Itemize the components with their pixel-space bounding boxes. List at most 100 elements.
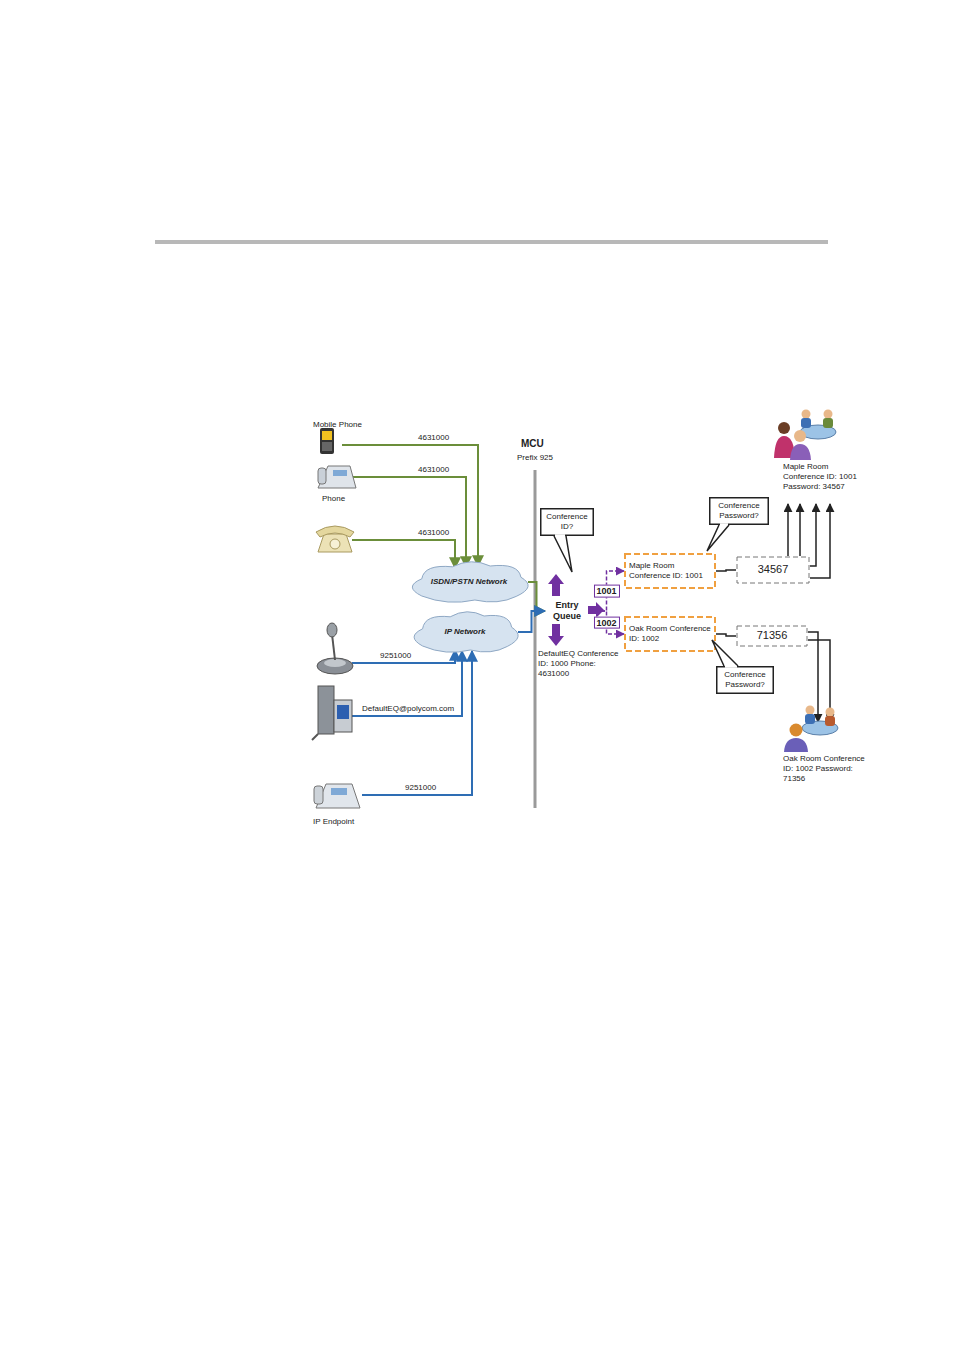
node-text: Conference Password? bbox=[714, 501, 764, 520]
connector bbox=[528, 582, 545, 611]
ip-phone-icon bbox=[314, 784, 360, 808]
phone-body bbox=[320, 428, 334, 454]
phone-dial bbox=[330, 539, 340, 549]
wire bbox=[352, 540, 455, 568]
dial-address: DefaultEQ@polycom.com bbox=[362, 704, 454, 714]
ip-wires bbox=[352, 650, 472, 795]
person bbox=[790, 444, 811, 460]
node-text: Conference Password? bbox=[721, 670, 769, 689]
wire bbox=[350, 477, 466, 567]
person bbox=[823, 418, 833, 428]
connector bbox=[589, 571, 624, 611]
callout-join bbox=[725, 666, 737, 668]
person bbox=[824, 410, 833, 419]
node-text: Maple Room Conference ID: 1001 bbox=[629, 561, 711, 580]
unit-tower bbox=[318, 686, 334, 734]
callout-join bbox=[555, 534, 565, 536]
conference-box: Oak Room Conference ID: 1002 bbox=[624, 616, 716, 652]
dial-number: 4631000 bbox=[418, 465, 449, 475]
phone-base bbox=[318, 534, 352, 552]
node-text: IP Network bbox=[444, 627, 485, 637]
entry-queue-info: DefaultEQ Conference ID: 1000 Phone: 463… bbox=[538, 649, 622, 679]
password-box: 71356 bbox=[736, 625, 808, 647]
mcu-title: MCU bbox=[521, 438, 544, 451]
arrow-down bbox=[548, 624, 564, 646]
person bbox=[805, 714, 815, 724]
device-name: Mobile Phone bbox=[313, 420, 362, 430]
unit-screen bbox=[337, 705, 349, 719]
connector bbox=[716, 634, 736, 636]
phone-handset bbox=[314, 786, 323, 804]
prompt-callout: Conference Password? bbox=[709, 497, 769, 525]
entry-queue: Entry Queue bbox=[545, 597, 589, 625]
person bbox=[794, 430, 806, 442]
analog-phone-icon bbox=[316, 526, 354, 552]
unit-panel bbox=[334, 700, 352, 732]
conference-box: Maple Room Conference ID: 1001 bbox=[624, 553, 716, 589]
link bbox=[810, 504, 830, 578]
edge-label: 1001 bbox=[593, 585, 619, 598]
person bbox=[801, 418, 811, 428]
person bbox=[778, 422, 790, 434]
phone-screen bbox=[322, 431, 332, 440]
arrow-up bbox=[548, 574, 564, 596]
node-text: Oak Room Conference ID: 1002 bbox=[629, 624, 711, 643]
maple-room-icon bbox=[774, 410, 836, 461]
link bbox=[787, 504, 789, 556]
phone-screen bbox=[333, 470, 347, 476]
wire bbox=[352, 651, 462, 716]
callout-outline bbox=[710, 498, 769, 525]
phone-keys bbox=[322, 442, 332, 451]
node-text: 34567 bbox=[758, 563, 789, 576]
phone-handset bbox=[318, 468, 326, 484]
speaker-top bbox=[324, 659, 346, 667]
dial-number: 4631000 bbox=[418, 433, 449, 443]
connector bbox=[716, 570, 736, 571]
mic-stem bbox=[332, 634, 335, 660]
desk-phone-icon bbox=[318, 466, 356, 488]
connector bbox=[589, 611, 624, 634]
speaker-base bbox=[317, 658, 353, 674]
box-outline bbox=[625, 554, 715, 588]
room-info: Maple Room Conference ID: 1001 Password:… bbox=[783, 462, 867, 492]
node-text: Conference ID? bbox=[545, 512, 589, 531]
callout-outline bbox=[541, 509, 594, 536]
node-text: Entry Queue bbox=[550, 600, 584, 622]
wire bbox=[352, 650, 455, 663]
room-links bbox=[788, 504, 830, 722]
mobile-phone-icon bbox=[320, 428, 334, 454]
cloud-outline bbox=[414, 612, 518, 652]
video-unit-icon bbox=[312, 686, 352, 740]
dial-number: 4631000 bbox=[418, 528, 449, 538]
person bbox=[784, 738, 808, 752]
callout-tail bbox=[554, 536, 572, 572]
callout-tail bbox=[712, 640, 738, 666]
box-outline bbox=[625, 617, 715, 651]
person bbox=[826, 708, 835, 717]
oak-room-icon bbox=[784, 706, 838, 753]
callout-tail bbox=[707, 525, 729, 551]
dial-number: 9251000 bbox=[380, 651, 411, 661]
password-box: 34567 bbox=[736, 556, 810, 584]
callout-outline bbox=[717, 667, 774, 694]
box-outline bbox=[546, 598, 588, 624]
person bbox=[802, 410, 811, 419]
person bbox=[825, 716, 835, 726]
mcu-divider bbox=[534, 470, 537, 808]
person bbox=[806, 706, 815, 715]
unit-cable bbox=[312, 734, 318, 740]
dial-number: 9251000 bbox=[405, 783, 436, 793]
phone-screen bbox=[331, 788, 347, 795]
device-name: Phone bbox=[322, 494, 345, 504]
link bbox=[810, 504, 816, 566]
callout-join bbox=[720, 523, 728, 525]
link bbox=[799, 504, 801, 556]
mcu-prefix: Prefix 925 bbox=[517, 453, 553, 463]
network-cloud: ISDN/PSTN Network bbox=[410, 562, 528, 602]
conference-phone-icon bbox=[317, 623, 353, 674]
connector bbox=[518, 611, 545, 632]
device-name: IP Endpoint bbox=[313, 817, 354, 827]
